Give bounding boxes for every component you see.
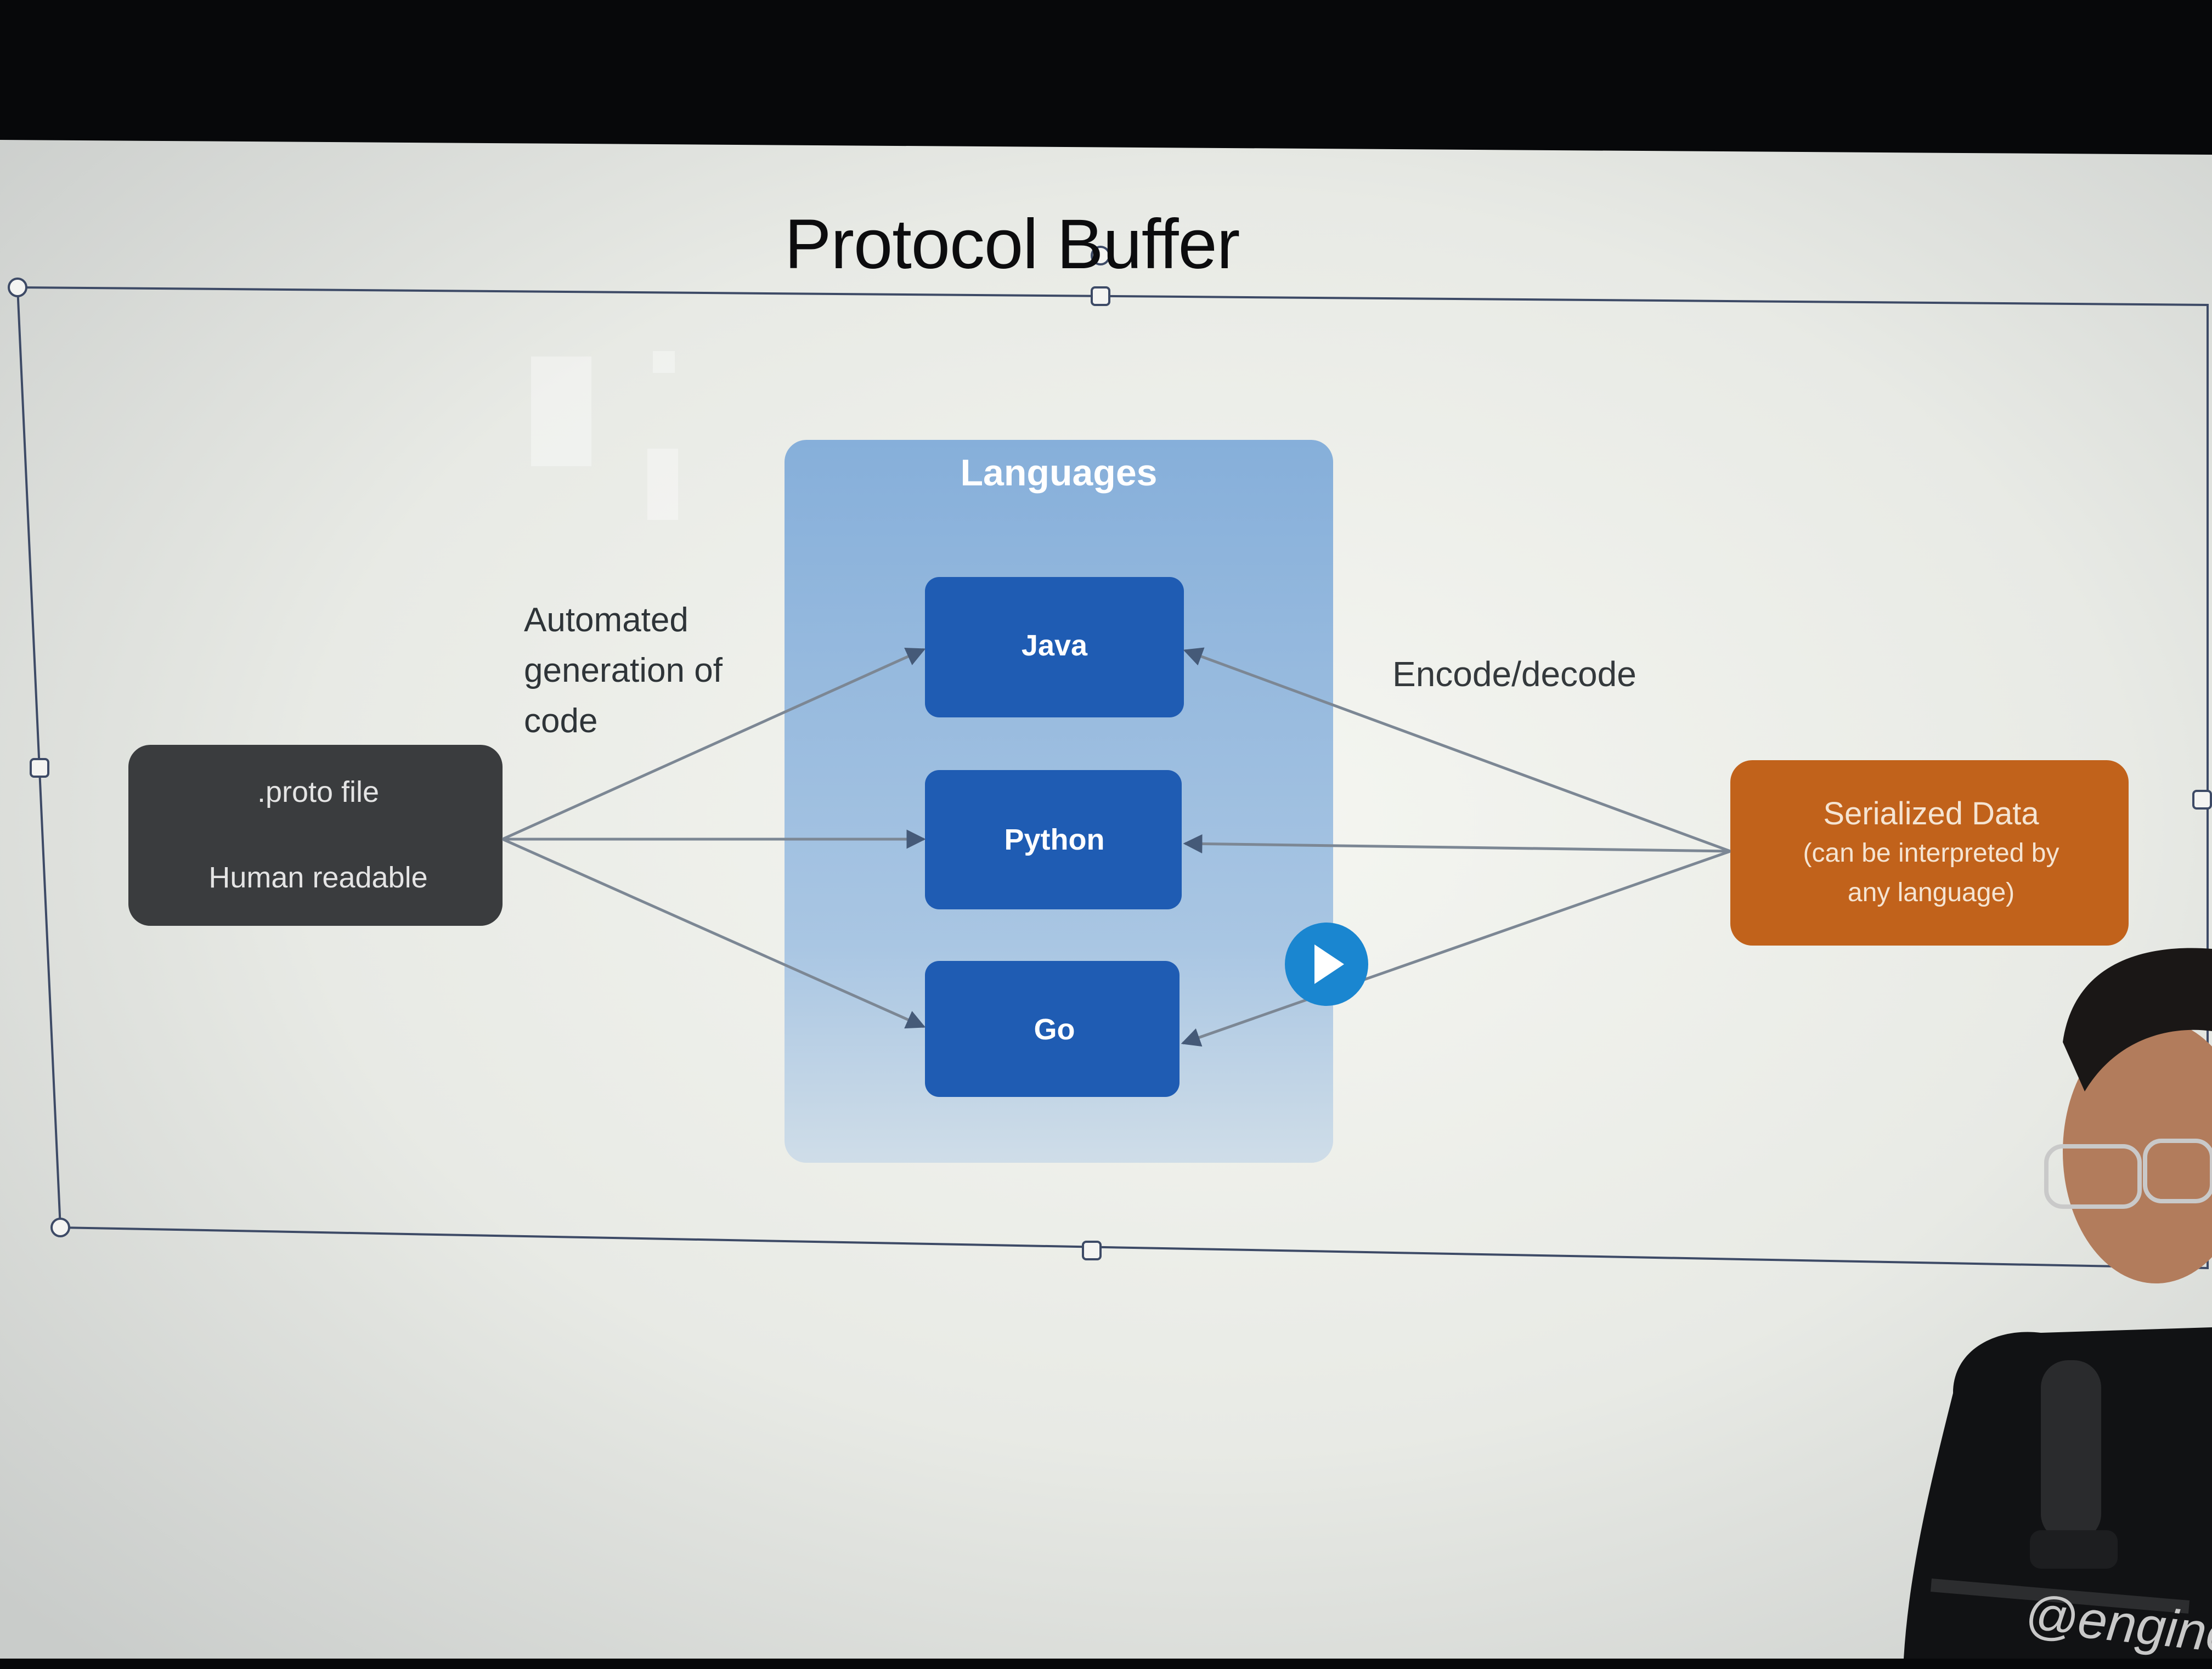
arrow-serial-python: [1183, 834, 1731, 853]
arrow-to-go: [501, 838, 926, 1029]
selection-handles: [8, 246, 2212, 1260]
reflection: [531, 351, 678, 520]
arrow-to-java: [501, 647, 926, 841]
arrow-serial-java: [1183, 647, 1731, 853]
presenter-webcam: [1904, 948, 2212, 1659]
play-icon: [1314, 944, 1344, 984]
top-bezel: [0, 0, 2212, 154]
serialized-data-box: [1730, 760, 2129, 946]
generation-arrows: [501, 647, 926, 1029]
go-box: [925, 961, 1180, 1097]
python-box: [925, 770, 1182, 909]
selection-frame: [16, 286, 2209, 1270]
play-button[interactable]: [1285, 923, 1368, 1006]
java-box: [925, 577, 1184, 717]
encode-arrows: [1181, 647, 1731, 1047]
proto-box: [128, 745, 503, 926]
arrow-serial-go: [1181, 850, 1731, 1047]
